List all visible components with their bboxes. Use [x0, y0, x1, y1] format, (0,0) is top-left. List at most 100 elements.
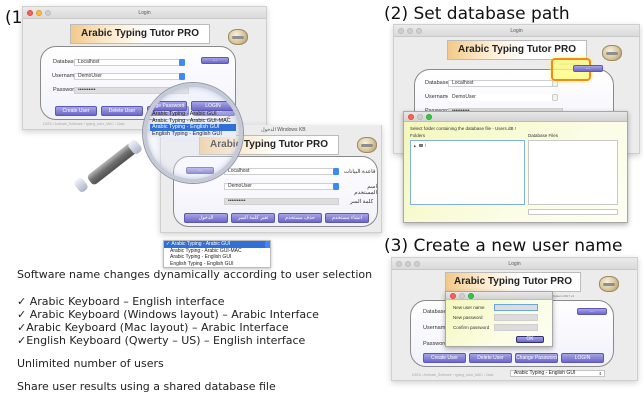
- delete-user-button[interactable]: Delete User: [469, 353, 512, 363]
- app-title-banner: Arabic Typing Tutor PRO System 2017 v2: [445, 272, 581, 298]
- database-files-list[interactable]: [528, 140, 618, 205]
- minimize-window-button[interactable]: [405, 261, 411, 267]
- database-files-label: Database Files: [528, 133, 559, 138]
- zoom-window-button[interactable]: [414, 261, 420, 267]
- tree-root-label: /: [424, 143, 427, 148]
- browse-database-button[interactable]: ...: [577, 308, 607, 315]
- minimize-window-button[interactable]: [407, 28, 413, 34]
- interface-option[interactable]: English Typing - English GUI: [170, 260, 234, 267]
- close-window-button[interactable]: [396, 261, 402, 267]
- username-label: اسم المستخدم: [354, 184, 377, 196]
- magnified-change-password-button: Change Password: [147, 101, 187, 111]
- mode-item: ✓ Arabic Keyboard (Windows layout) – Ara…: [17, 308, 319, 321]
- username-value: DemoUser: [452, 94, 476, 100]
- database-file-path-field[interactable]: [528, 209, 618, 215]
- confirm-password-field[interactable]: [494, 324, 538, 331]
- dialog-instruction: Select folder containing the database fi…: [410, 126, 517, 131]
- feature-unlimited-users: Unlimited number of users: [17, 357, 164, 370]
- new-password-field[interactable]: [494, 314, 538, 321]
- app-name: Arabic Typing Tutor PRO: [81, 28, 199, 39]
- username-select[interactable]: DemoUser: [74, 73, 185, 80]
- window-title: Login: [510, 28, 523, 34]
- change-password-button[interactable]: Change Password: [515, 353, 558, 363]
- database-select[interactable]: Localhost: [448, 80, 558, 87]
- select-stepper-icon: ⇕: [598, 371, 602, 376]
- close-dialog-button[interactable]: [450, 293, 456, 299]
- check-icon: ✓: [166, 241, 171, 247]
- password-field[interactable]: ••••••••••: [224, 198, 339, 205]
- magnifier-lens: Change Password LOGIN Arabic Typing - Ar…: [143, 83, 243, 183]
- ok-button[interactable]: OK: [516, 336, 544, 343]
- select-stepper-icon: [552, 94, 558, 101]
- app-title-banner: Arabic Typing Tutor PRO System 2017 v2: [70, 24, 210, 50]
- new-user-dialog: New user name New password Confirm passw…: [445, 291, 553, 347]
- confirm-password-label: Confirm password: [453, 325, 490, 330]
- window-title-fragment: الدخول Windows KB: [261, 127, 306, 133]
- magnifier-handle-cap: [72, 176, 90, 194]
- database-value: Localhost: [78, 59, 100, 65]
- create-user-button[interactable]: Create User: [55, 106, 97, 116]
- username-select[interactable]: DemoUser: [224, 183, 339, 190]
- database-select[interactable]: Localhost: [74, 59, 185, 66]
- new-user-name-label: New user name: [453, 305, 485, 310]
- change-password-button[interactable]: تغير كلمة السر: [231, 213, 275, 223]
- mode-item: ✓English Keyboard (Qwerty – US) – Englis…: [17, 334, 306, 347]
- path-bar: DATA › Activate_Software › typing_tutor_…: [412, 373, 494, 377]
- app-logo-icon: [357, 137, 377, 153]
- minimize-dialog-button[interactable]: [417, 114, 423, 120]
- app-name: Arabic Typing Tutor PRO: [210, 139, 328, 150]
- new-user-name-field[interactable]: [494, 304, 538, 311]
- app-name: Arabic Typing Tutor PRO: [458, 44, 576, 55]
- login-button[interactable]: الدخول: [184, 213, 228, 223]
- database-label: قاعدة البيانات: [344, 169, 376, 175]
- select-stepper-icon: [333, 183, 339, 190]
- database-value: Localhost: [452, 80, 474, 86]
- app-title-banner: Arabic Typing Tutor PRO System 2017 v2: [447, 40, 587, 66]
- interface-option[interactable]: Arabic Typing - Arabic GUI-MAC: [170, 247, 242, 254]
- close-window-button[interactable]: [27, 10, 33, 16]
- folders-tree[interactable]: ▶ /: [410, 140, 525, 205]
- title-bar: Login: [394, 25, 639, 37]
- browse-database-button[interactable]: ...: [573, 65, 603, 72]
- minimize-dialog-button[interactable]: [459, 293, 465, 299]
- interface-option[interactable]: ✓ Arabic Typing - Arabic GUI: [164, 241, 270, 248]
- select-stepper-icon: [552, 80, 558, 87]
- hard-drive-icon: [418, 144, 423, 147]
- delete-user-button[interactable]: Delete User: [101, 106, 143, 116]
- zoom-dialog-button[interactable]: [468, 293, 474, 299]
- create-user-button[interactable]: انشاء مستخدم: [325, 213, 369, 223]
- option-label: Arabic Typing - Arabic GUI: [171, 241, 231, 247]
- zoom-window-button[interactable]: [45, 10, 51, 16]
- select-stepper-icon: [265, 241, 270, 248]
- username-label: Username: [423, 325, 449, 331]
- interface-selected-value: Arabic Typing - English GUI: [514, 370, 576, 376]
- step-2-caption: (2) Set database path: [384, 4, 570, 24]
- database-select[interactable]: Localhost: [224, 168, 339, 175]
- version-label: System 2017 v2: [552, 294, 574, 298]
- username-select[interactable]: DemoUser: [448, 94, 558, 101]
- interface-select[interactable]: Arabic Typing - English GUI ⇕: [510, 370, 605, 377]
- title-bar: Login: [392, 258, 637, 270]
- interface-option[interactable]: Arabic Typing - English GUI: [170, 254, 232, 260]
- interface-dropdown-menu[interactable]: ✓ Arabic Typing - Arabic GUI Arabic Typi…: [163, 240, 271, 268]
- zoom-window-button[interactable]: [416, 28, 422, 34]
- delete-user-button[interactable]: حذف مستخدم: [278, 213, 322, 223]
- minimize-window-button[interactable]: [36, 10, 42, 16]
- folders-label: Folders: [410, 133, 426, 138]
- select-stepper-icon: [179, 73, 185, 80]
- zoom-dialog-button[interactable]: [426, 114, 432, 120]
- login-panel-arabic: ... Localhost قاعدة البيانات DemoUser اس…: [173, 156, 378, 227]
- select-database-dialog: Select folder containing the database fi…: [403, 111, 628, 223]
- close-window-button[interactable]: [398, 28, 404, 34]
- dialog-title-bar: [446, 292, 552, 300]
- create-user-button[interactable]: Create User: [423, 353, 466, 363]
- password-label: Password: [423, 341, 448, 347]
- app-logo-icon: [599, 276, 619, 292]
- browse-database-button[interactable]: ...: [201, 57, 229, 64]
- new-password-label: New password: [453, 315, 483, 320]
- tree-item-root[interactable]: ▶ /: [414, 143, 426, 148]
- close-dialog-button[interactable]: [408, 114, 414, 120]
- expand-arrow-icon[interactable]: ▶: [414, 144, 417, 148]
- app-logo-icon: [228, 29, 248, 45]
- login-button[interactable]: LOGIN: [561, 353, 604, 363]
